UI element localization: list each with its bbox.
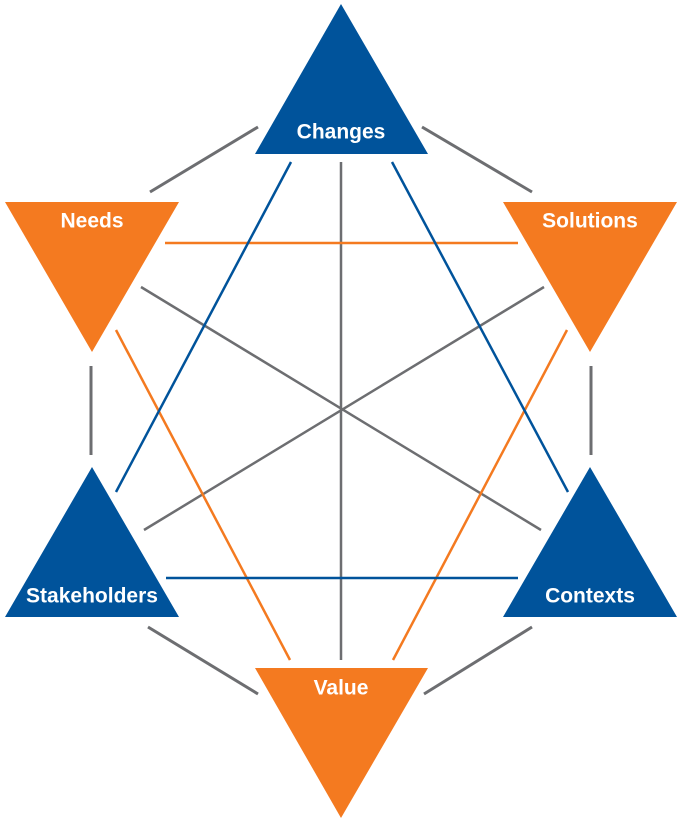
orange-triangle-lines xyxy=(114,241,569,661)
solutions-triangle xyxy=(503,202,677,352)
value-triangle xyxy=(255,668,428,818)
contexts-triangle xyxy=(503,467,677,617)
edge-stakeholders-value xyxy=(147,625,259,696)
edge-changes-needs xyxy=(149,125,259,194)
edge-contexts-value xyxy=(423,625,533,696)
needs-label: Needs xyxy=(60,210,123,233)
solutions-label: Solutions xyxy=(542,210,638,233)
gray-cross-lines xyxy=(140,162,545,660)
value-label: Value xyxy=(314,677,369,700)
changes-triangle xyxy=(255,4,428,154)
line-changes-contexts xyxy=(390,161,570,493)
stakeholders-label: Stakeholders xyxy=(26,585,158,608)
blue-triangle-lines xyxy=(114,161,570,580)
line-solutions-value xyxy=(391,329,569,661)
edge-changes-solutions xyxy=(421,125,533,194)
contexts-label: Contexts xyxy=(545,585,635,608)
outer-connector-lines xyxy=(89,125,593,696)
line-solutions-stakeholders xyxy=(143,285,545,532)
line-needs-value xyxy=(114,329,292,661)
stakeholders-triangle xyxy=(5,467,179,617)
changes-label: Changes xyxy=(297,121,386,144)
needs-triangle xyxy=(5,202,179,352)
line-needs-contexts xyxy=(140,285,542,532)
line-changes-stakeholders xyxy=(114,161,293,493)
